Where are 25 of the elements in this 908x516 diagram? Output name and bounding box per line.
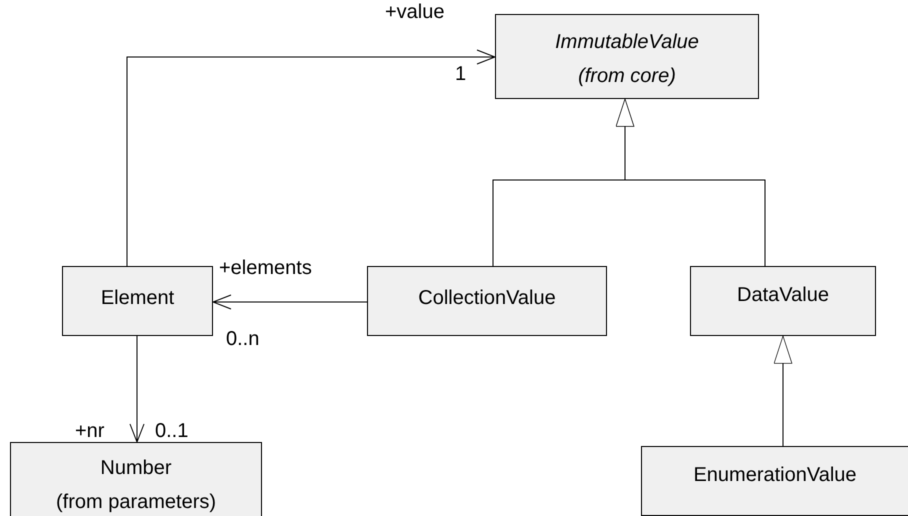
generalization-arrow	[774, 336, 792, 446]
association-arrow	[212, 294, 368, 310]
class-name: Element	[100, 286, 174, 311]
multiplicity: 1	[455, 62, 466, 86]
class-name: EnumerationValue	[693, 463, 857, 488]
class-box	[495, 14, 759, 99]
class-name: DataValue	[737, 283, 829, 308]
generalization-arrow	[616, 98, 766, 266]
role-name: +value	[385, 0, 444, 24]
class-box	[641, 446, 908, 516]
association-arrow	[126, 50, 496, 266]
class-box	[690, 266, 876, 336]
class-name: Number	[100, 456, 172, 481]
role-name: +nr	[75, 419, 104, 443]
multiplicity: 0..1	[155, 419, 188, 443]
class-box	[10, 442, 262, 516]
class-name: ImmutableValue	[555, 30, 699, 55]
role-name: +elements	[219, 256, 312, 280]
class-box	[62, 266, 213, 336]
class-name: CollectionValue	[418, 286, 556, 311]
association-arrow	[130, 336, 144, 442]
multiplicity: 0..n	[226, 327, 260, 351]
package-name: (from core)	[578, 64, 676, 89]
class-box	[367, 266, 607, 336]
package-name: (from parameters)	[56, 490, 216, 515]
